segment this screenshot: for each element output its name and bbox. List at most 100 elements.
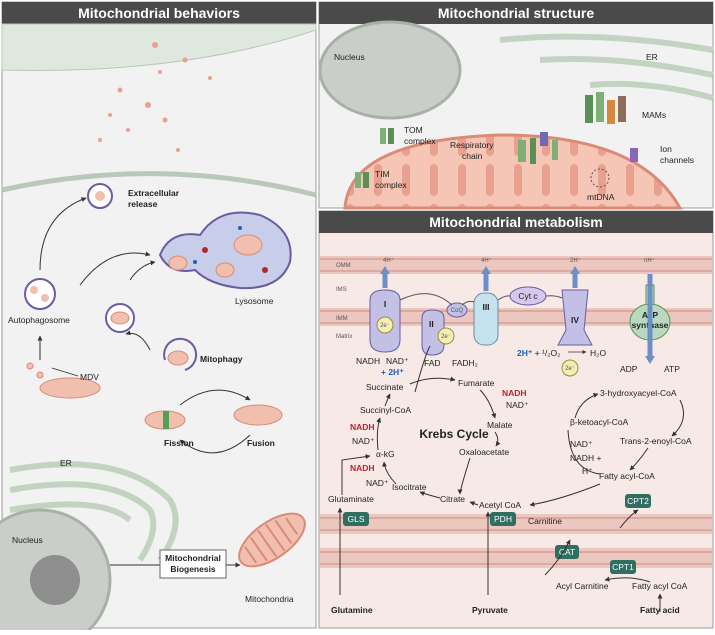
isocitrate-label: Isocitrate [392,482,427,492]
two-h-plus: + 2H⁺ [381,367,404,377]
oxaloacetate-label: Oxaloacetate [459,447,509,457]
tim-complex [355,172,369,188]
cpt1-label: CPT1 [612,562,634,572]
tom-complex [380,128,394,144]
glutamine-label: Glutamine [331,605,373,615]
nadh-red-1: NADH [502,388,527,398]
ion-label-1: Ion [660,144,672,154]
matrix-label: Matrix [336,334,352,340]
pyruvate-label: Pyruvate [472,605,508,615]
nadh-red-2: NADH [350,422,375,432]
omm-label: OMM [336,263,351,269]
lysosome-label: Lysosome [235,296,274,306]
nad-4: NAD⁺ [570,439,593,449]
complex-iv-label: IV [571,315,579,325]
complex-iv-electrons [561,359,579,377]
complex-ii [421,309,445,356]
cpt1-badge [610,560,636,574]
pdh-badge [490,512,516,526]
acylcarnitine-label: Acyl Carnitine [556,581,609,591]
respiratory-label-1: Respiratory [450,140,494,150]
fattyacid-label: Fatty acid [640,605,680,615]
structure-mitochondrion [343,133,683,210]
malate-label: Malate [487,420,513,430]
structure-er [499,33,714,101]
acetylcoa-label: Acetyl CoA [479,500,521,510]
nucleus-label: Nucleus [12,535,43,545]
arrow-to-lysosome [79,251,151,286]
proton-i-label: 4H⁺ [383,257,394,264]
complex-iv-e-label: 2e⁻ [565,366,575,372]
er-cisternae [9,461,179,562]
behaviors-header-bar [2,2,316,24]
complex-i-label: I [384,299,386,309]
behaviors-title: Mitochondrial behaviors [78,5,240,21]
citrate-label: Citrate [440,494,465,504]
mdv-mitochondrion [39,377,101,399]
complex-ii-label: II [429,319,434,329]
arrow-to-release [39,197,87,271]
water-label: H₂O [590,348,606,358]
ims-label: IMS [336,287,347,293]
gls-label: GLS [347,514,364,524]
tim-label-1: TIM [375,169,390,179]
gls-badge [343,512,369,526]
fattyacylcoa-out-label: Fatty acyl CoA [632,581,688,591]
biogenesis-label-2: Biogenesis [170,564,216,574]
fission-label: Fission [164,438,194,448]
behaviors-panel: Mitochondrial behaviors Extracellular re… [0,1,317,635]
nad-3: NAD⁺ [366,478,389,488]
ion-label-2: channels [660,155,694,165]
biogenesis-label-1: Mitochondrial [165,553,221,563]
tom-label-1: TOM [404,125,423,135]
ion-channel [630,148,638,162]
mitophagy-membrane [163,337,198,371]
respiratory-chain [518,132,558,164]
biogenesis-mitochondrion [238,512,306,568]
nadh-top: NADH [356,356,380,366]
enoyl-label: Trans-2-enoyl-CoA [620,436,692,446]
complex-iii [473,292,499,346]
structure-panel: Mitochondrial structure Nucleus ER TOM c… [318,1,714,210]
fumarate-label: Fumarate [458,378,495,388]
coq [446,302,468,318]
lysosome [158,211,292,290]
extracellular-vesicles [98,42,212,152]
autophagosome [24,278,56,310]
membranes [320,256,712,568]
oxygen-reaction: 2H⁺ + ¹/₂O₂ [517,348,560,358]
akg-label: α-kG [376,449,395,459]
arrow-mitophagy-up [125,330,151,351]
structure-title: Mitochondrial structure [438,5,595,21]
ketoacyl-label: β-ketoacyl-CoA [570,417,629,427]
mitochondria-label: Mitochondria [245,594,294,604]
er-label: ER [60,458,72,468]
coq-label: CoQ [451,308,464,314]
mdv-label: MDV [80,372,99,382]
krebs-cycle-label: Krebs Cycle [419,427,489,441]
structure-er-label: ER [646,52,658,62]
complex-ii-electrons [437,327,455,345]
metabolism-title: Mitochondrial metabolism [429,214,602,230]
complex-i-e-label: 2e⁻ [380,323,390,329]
complex-iv [557,289,593,346]
proton-atp-label: nH⁺ [644,257,655,264]
cpt2-label: CPT2 [627,496,649,506]
autophagosome-label: Autophagosome [8,315,70,325]
mtdna-label: mtDNA [587,192,615,202]
adp-label: ADP [620,364,638,374]
tom-label-2: complex [404,136,436,146]
structure-nucleus [318,20,462,120]
nad-2: NAD⁺ [352,436,375,446]
carnitine-arrows [544,509,663,612]
cat-label: CAT [559,547,575,557]
arrow-fission-to-fusion [179,389,251,406]
cyt-c-label: Cyt c [518,291,538,301]
mams [585,92,626,124]
succinate-label: Succinate [366,382,404,392]
pdh-label: PDH [494,514,512,524]
mitophagy-label: Mitophagy [200,354,243,364]
nad-top: NAD⁺ [386,356,409,366]
